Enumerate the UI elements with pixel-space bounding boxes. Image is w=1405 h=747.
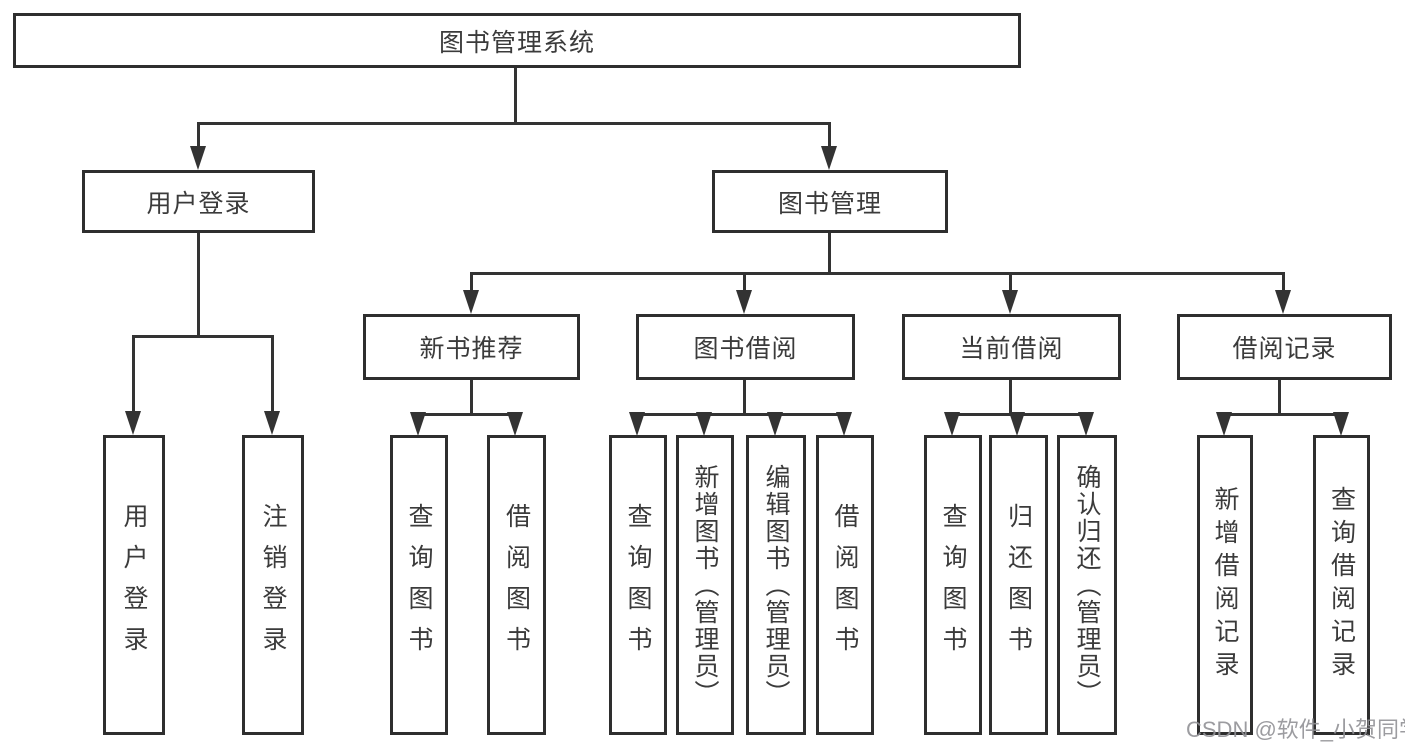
leaf-return-book: 归还图书 (989, 435, 1048, 735)
leaf-logout-label: 注销登录 (259, 503, 287, 667)
edge-borrow-down (743, 380, 746, 413)
leaf-add-borrow-record: 新增借阅记录 (1197, 435, 1253, 735)
leaf-confirm-return-admin-label: 确认归还（管理员） (1073, 463, 1101, 707)
edge-login-down (197, 233, 200, 335)
edge-record-down (1278, 380, 1281, 413)
arrowhead-l13-icon (1333, 412, 1349, 436)
node-borrow-record: 借阅记录 (1177, 314, 1392, 380)
csdn-watermark: CSDN @软件_小贺同学 (1186, 717, 1405, 742)
leaf-query-book-1: 查询图书 (390, 435, 448, 735)
node-root-label: 图书管理系统 (438, 28, 595, 57)
edge-l1-stem (132, 335, 135, 413)
edge-current-stem (1009, 272, 1012, 292)
node-borrow-record-label: 借阅记录 (1232, 335, 1337, 363)
node-root: 图书管理系统 (13, 13, 1021, 68)
arrowhead-l5-icon (629, 412, 645, 436)
leaf-add-borrow-record-label: 新增借阅记录 (1211, 486, 1239, 684)
edge-newbook-bar (417, 413, 518, 416)
leaf-user-login-label: 用户登录 (120, 503, 148, 667)
edge-mgmt-bar (470, 272, 1284, 275)
leaf-query-borrow-record-label: 查询借阅记录 (1327, 486, 1356, 684)
arrowhead-l7-icon (767, 412, 783, 436)
node-book-borrow-label: 图书借阅 (693, 335, 798, 363)
node-book-management-label: 图书管理 (777, 189, 882, 218)
node-book-borrow: 图书借阅 (636, 314, 855, 380)
arrowhead-l6-icon (696, 412, 712, 436)
arrowhead-l2-icon (264, 411, 280, 435)
node-user-login-label: 用户登录 (146, 189, 251, 218)
leaf-query-book-2-label: 查询图书 (624, 503, 652, 667)
leaf-query-book-3-label: 查询图书 (939, 503, 967, 667)
edge-root-stem (514, 68, 517, 122)
edge-borrow-stem (743, 272, 746, 292)
arrowhead-l8-icon (836, 412, 852, 436)
arrowhead-current-icon (1002, 290, 1018, 314)
edge-newbook-down (470, 380, 473, 413)
edge-record-stem (1282, 272, 1285, 292)
edge-l2-stem (271, 335, 274, 413)
edge-login-bar (132, 335, 274, 338)
node-book-management: 图书管理 (712, 170, 948, 233)
leaf-borrow-book-1: 借阅图书 (487, 435, 546, 735)
arrowhead-record-icon (1275, 290, 1291, 314)
node-new-book-recommend-label: 新书推荐 (419, 335, 524, 363)
edge-newbook-stem (470, 272, 473, 292)
arrowhead-l9-icon (944, 412, 960, 436)
leaf-borrow-book-2: 借阅图书 (816, 435, 874, 735)
arrowhead-l4-icon (507, 412, 523, 436)
node-new-book-recommend: 新书推荐 (363, 314, 580, 380)
leaf-add-book-admin-label: 新增图书（管理员） (691, 463, 719, 707)
arrowhead-l3-icon (410, 412, 426, 436)
leaf-query-book-3: 查询图书 (924, 435, 982, 735)
leaf-edit-book-admin: 编辑图书（管理员） (746, 435, 806, 735)
edge-mgmt-stem (828, 122, 831, 148)
node-current-borrow: 当前借阅 (902, 314, 1121, 380)
leaf-return-book-label: 归还图书 (1004, 503, 1033, 667)
arrowhead-borrow-icon (736, 290, 752, 314)
arrowhead-l12-icon (1216, 412, 1232, 436)
node-user-login: 用户登录 (82, 170, 315, 233)
arrowhead-mgmt-icon (821, 146, 837, 170)
edge-login-stem (197, 122, 200, 148)
arrowhead-newbook-icon (463, 290, 479, 314)
edge-mgmt-down (828, 233, 831, 272)
edge-borrow-bar (637, 413, 846, 416)
leaf-user-login: 用户登录 (103, 435, 165, 735)
leaf-query-book-2: 查询图书 (609, 435, 667, 735)
leaf-borrow-book-2-label: 借阅图书 (831, 503, 859, 667)
leaf-add-book-admin: 新增图书（管理员） (676, 435, 734, 735)
arrowhead-l10-icon (1009, 412, 1025, 436)
edge-record-bar (1224, 413, 1343, 416)
edge-current-down (1009, 380, 1012, 413)
arrowhead-l1-icon (125, 411, 141, 435)
node-current-borrow-label: 当前借阅 (959, 335, 1064, 363)
leaf-edit-book-admin-label: 编辑图书（管理员） (762, 463, 790, 707)
edge-root-bar (197, 122, 831, 125)
arrowhead-l11-icon (1078, 412, 1094, 436)
leaf-logout: 注销登录 (242, 435, 304, 735)
leaf-query-borrow-record: 查询借阅记录 (1313, 435, 1370, 735)
leaf-confirm-return-admin: 确认归还（管理员） (1057, 435, 1117, 735)
leaf-borrow-book-1-label: 借阅图书 (502, 503, 531, 667)
arrowhead-login-icon (190, 146, 206, 170)
leaf-query-book-1-label: 查询图书 (405, 503, 433, 667)
